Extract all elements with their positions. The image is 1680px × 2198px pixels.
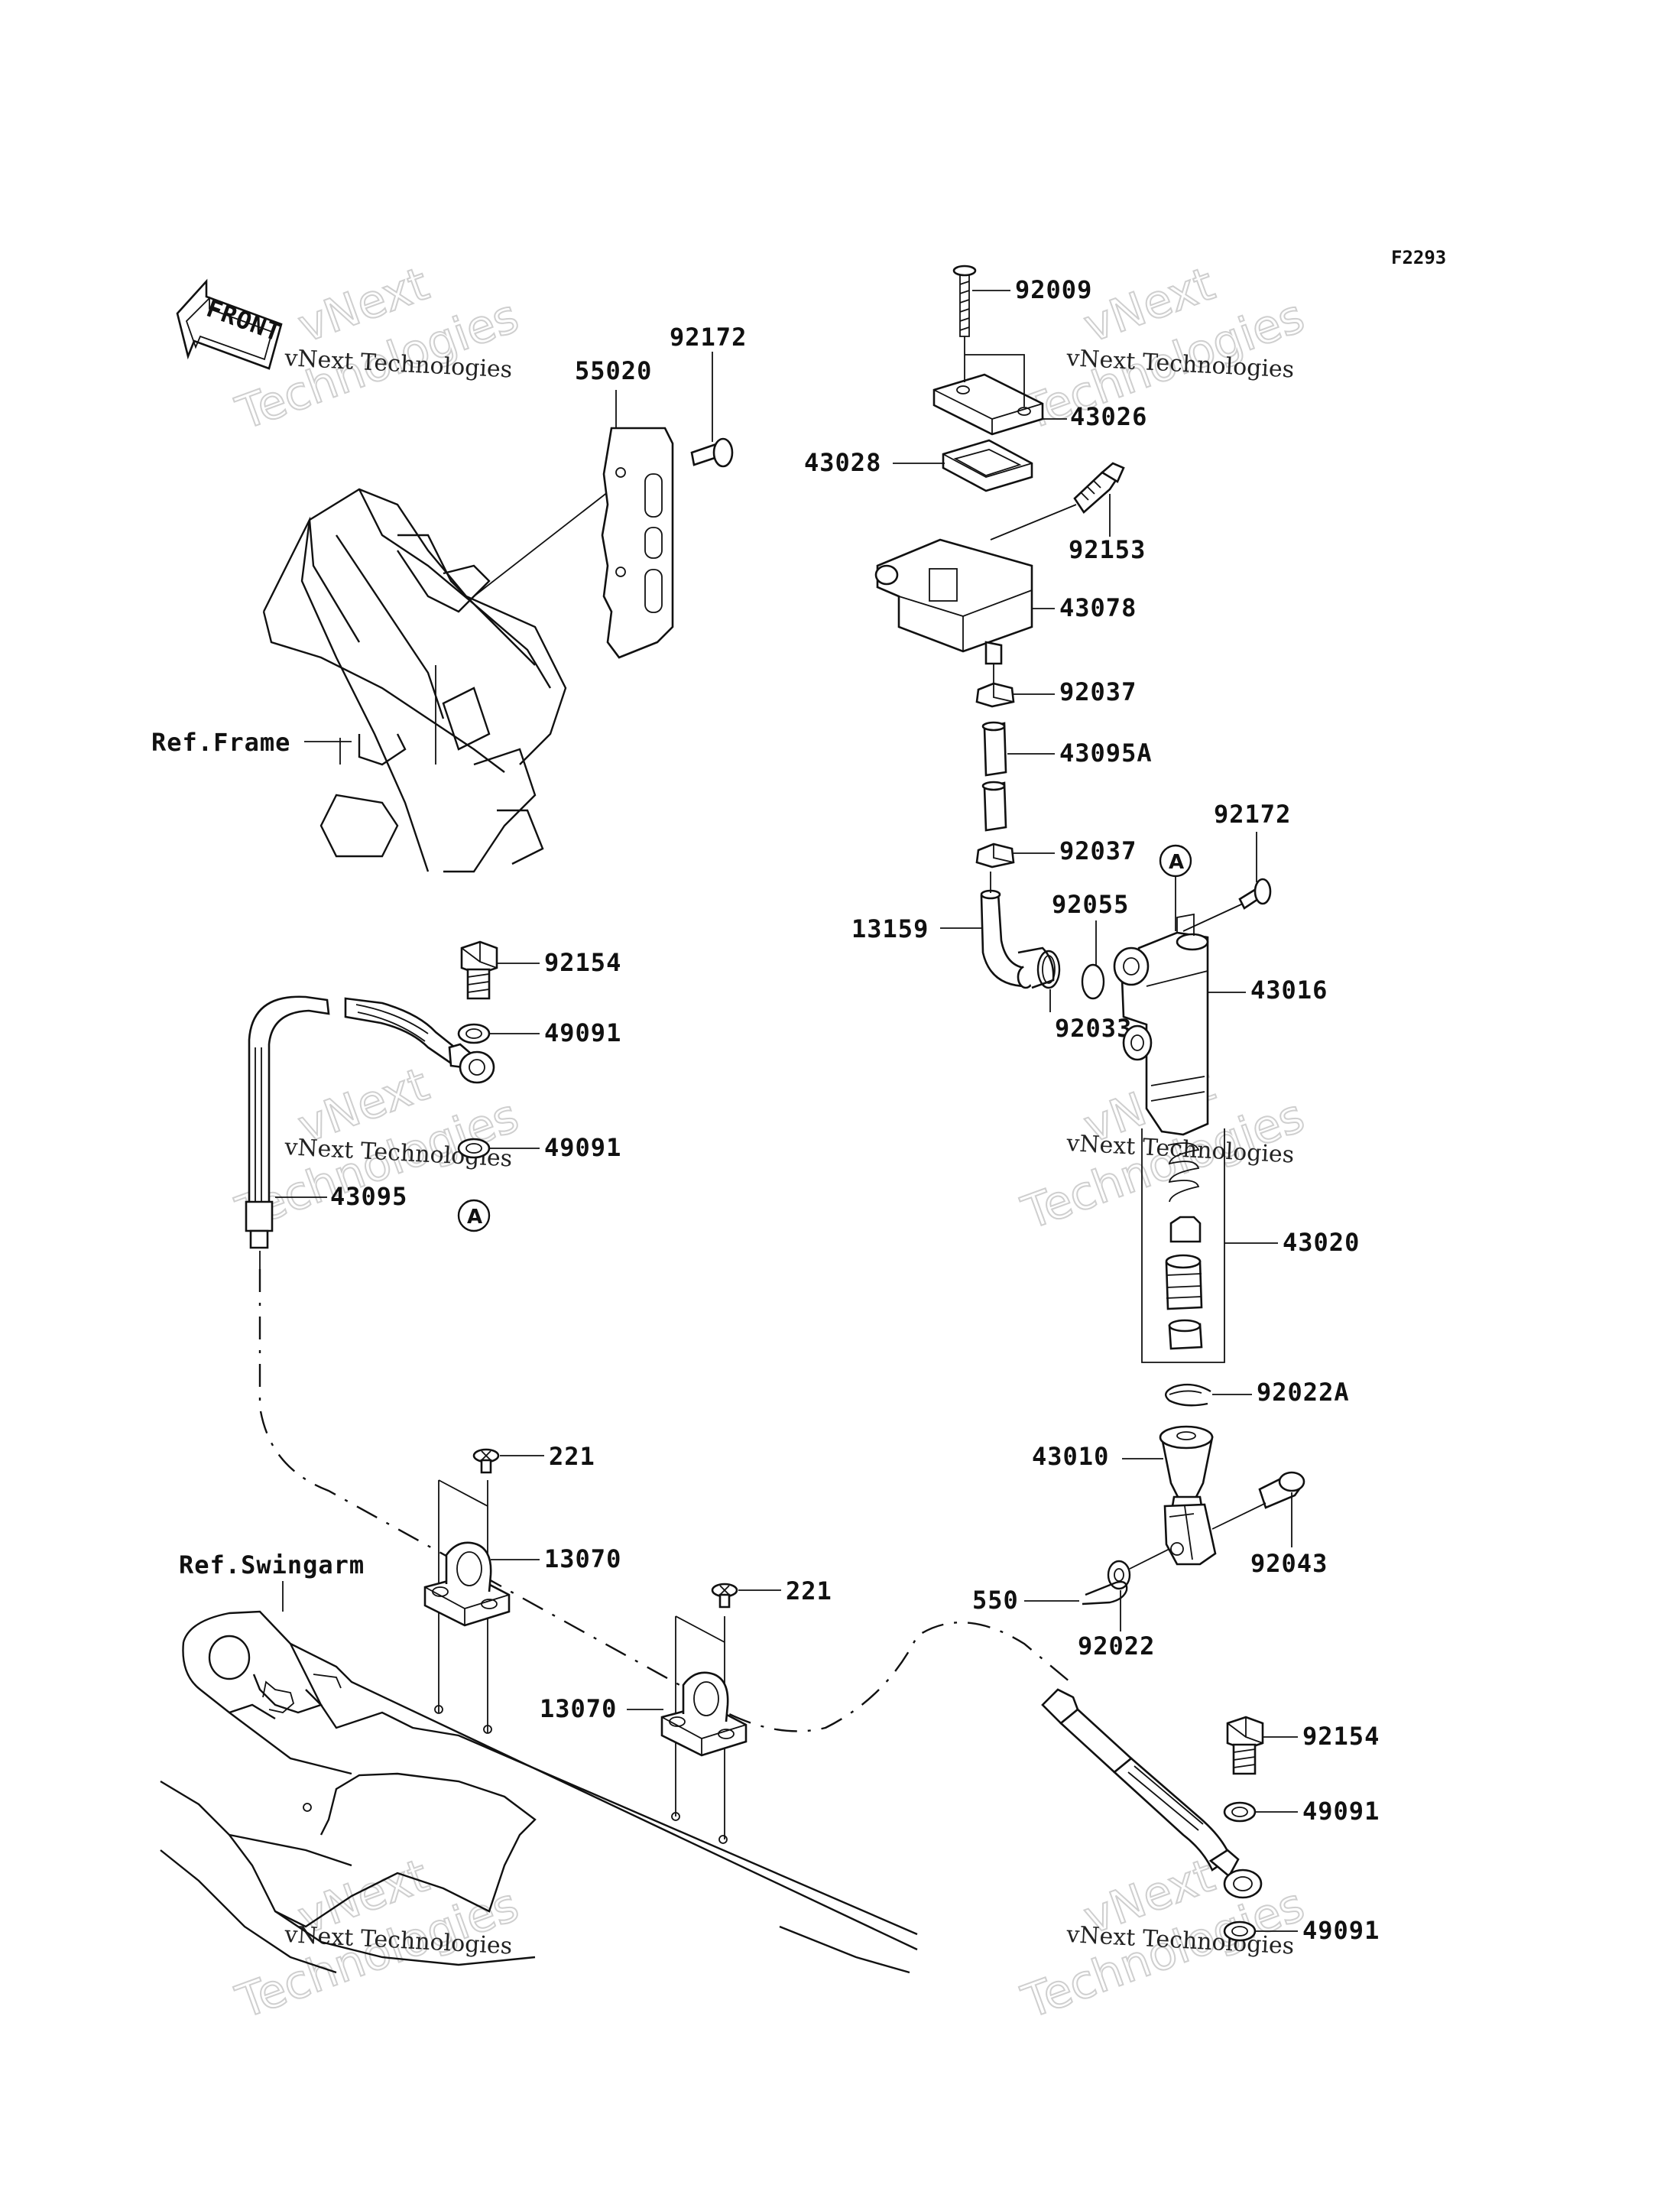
push-rod-43010 bbox=[1159, 1425, 1217, 1566]
part-label-43026: 43026 bbox=[1070, 402, 1147, 431]
frame-illustration bbox=[262, 488, 612, 873]
part-label-43016: 43016 bbox=[1250, 976, 1328, 1005]
washer-49091-upper-2 bbox=[457, 1138, 491, 1159]
callout-a-left-label: A bbox=[467, 1206, 482, 1229]
part-label-49091-upper-2: 49091 bbox=[544, 1133, 621, 1162]
brake-hose-43095 bbox=[245, 995, 495, 1277]
banjo-bolt-92154-upper bbox=[460, 940, 498, 1000]
part-label-92172-top: 92172 bbox=[670, 323, 747, 352]
reservoir-43078 bbox=[874, 538, 1033, 665]
part-label-43020: 43020 bbox=[1283, 1228, 1360, 1257]
figure-id: F2293 bbox=[1391, 247, 1446, 268]
swingarm-illustration bbox=[160, 1610, 918, 1974]
part-label-43078: 43078 bbox=[1059, 593, 1137, 622]
part-label-221-right: 221 bbox=[786, 1576, 832, 1605]
clamp-13070-right bbox=[660, 1615, 748, 1839]
part-label-55020: 55020 bbox=[575, 356, 652, 385]
part-label-43010: 43010 bbox=[1032, 1442, 1109, 1471]
part-label-92033: 92033 bbox=[1055, 1014, 1132, 1043]
part-label-43095A: 43095A bbox=[1059, 739, 1153, 768]
part-label-92043: 92043 bbox=[1250, 1549, 1328, 1578]
part-label-49091-lower-2: 49091 bbox=[1302, 1916, 1380, 1945]
ref-swingarm-label: Ref.Swingarm bbox=[179, 1550, 365, 1580]
banjo-bolt-92154-lower bbox=[1226, 1716, 1264, 1775]
cotter-pin-550 bbox=[1082, 1580, 1128, 1605]
callout-a-left: A bbox=[457, 1199, 491, 1232]
screw-92172-right bbox=[1238, 878, 1272, 910]
washer-49091-lower-1 bbox=[1223, 1801, 1257, 1823]
part-label-221-left: 221 bbox=[549, 1442, 595, 1471]
screw-221-left bbox=[472, 1448, 500, 1474]
part-label-92037-lower: 92037 bbox=[1059, 836, 1137, 865]
part-label-92037-upper: 92037 bbox=[1059, 677, 1137, 706]
screw-92172-top bbox=[690, 437, 734, 468]
part-label-92154-upper: 92154 bbox=[544, 948, 621, 977]
brake-line-route bbox=[258, 1269, 1071, 1732]
part-label-49091-upper-1: 49091 bbox=[544, 1018, 621, 1047]
circlip-92022A bbox=[1165, 1383, 1211, 1407]
part-label-13070-left: 13070 bbox=[544, 1544, 621, 1573]
ref-frame-label: Ref.Frame bbox=[151, 728, 290, 757]
circlip-92033 bbox=[1036, 950, 1061, 989]
clamp-92037-upper bbox=[975, 682, 1015, 708]
part-label-13070-right: 13070 bbox=[540, 1694, 617, 1723]
screw-92009 bbox=[952, 265, 977, 337]
part-label-43095: 43095 bbox=[330, 1182, 407, 1211]
bolt-92153 bbox=[1073, 462, 1125, 514]
watermark-bottom-right: vNext Technologies vNext Technologies bbox=[1014, 1848, 1312, 2030]
part-label-92153: 92153 bbox=[1069, 535, 1146, 564]
brake-guard-55020 bbox=[601, 427, 674, 659]
hose-43095A bbox=[981, 721, 1007, 832]
piston-kit-43020 bbox=[1141, 1128, 1225, 1363]
part-label-92172-right: 92172 bbox=[1214, 800, 1291, 829]
part-label-92022: 92022 bbox=[1078, 1631, 1155, 1661]
oring-92055 bbox=[1081, 963, 1105, 1000]
part-label-92055: 92055 bbox=[1052, 890, 1129, 919]
brake-hose-lower bbox=[1041, 1688, 1263, 1899]
screw-221-right bbox=[711, 1583, 738, 1609]
watermark-bottom-left: vNext Technologies vNext Technologies bbox=[229, 1848, 526, 2030]
clamp-92037-lower bbox=[975, 843, 1015, 868]
callout-a-right-label: A bbox=[1169, 851, 1184, 874]
part-label-92154-lower: 92154 bbox=[1302, 1722, 1380, 1751]
clamp-13070-left bbox=[423, 1479, 511, 1732]
master-cylinder-43016 bbox=[1113, 913, 1209, 1136]
washer-49091-upper-1 bbox=[457, 1023, 491, 1044]
washer-49091-lower-2 bbox=[1223, 1920, 1257, 1942]
front-arrow-icon: FRONT bbox=[176, 278, 285, 370]
part-label-49091-lower-1: 49091 bbox=[1302, 1797, 1380, 1826]
diaphragm-43028 bbox=[942, 439, 1033, 492]
reservoir-cap-43026 bbox=[932, 373, 1044, 436]
part-label-550: 550 bbox=[972, 1586, 1019, 1615]
part-label-92009: 92009 bbox=[1015, 275, 1092, 304]
part-label-13159: 13159 bbox=[851, 914, 929, 943]
pin-92043 bbox=[1258, 1471, 1305, 1509]
washer-92022 bbox=[1107, 1560, 1131, 1590]
part-label-43028: 43028 bbox=[804, 448, 881, 477]
part-label-92022A: 92022A bbox=[1257, 1378, 1350, 1407]
callout-a-right: A bbox=[1159, 844, 1192, 931]
